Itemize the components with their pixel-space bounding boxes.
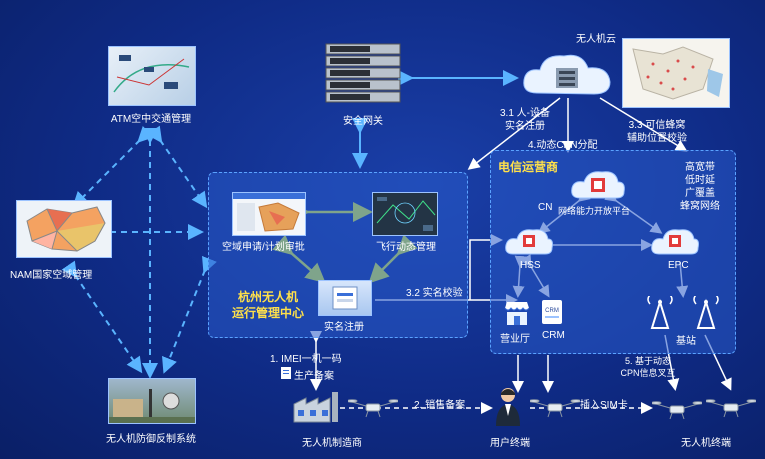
- center-title-line1: 杭州无人机: [237, 290, 298, 304]
- features-line1: 高宽带: [685, 162, 715, 173]
- atm-thumbnail: [108, 46, 196, 106]
- cn-platform-label: 网络能力开放平台: [558, 206, 631, 216]
- drone-icon-2: [528, 396, 582, 418]
- hss-label: HSS: [520, 260, 541, 271]
- edge-nam-defense: [61, 260, 143, 374]
- cloud-icon: [522, 48, 612, 98]
- defense-label: 无人机防御反制系统: [106, 434, 196, 445]
- cn-label: CN: [538, 202, 553, 213]
- gateway-label: 安全网关: [343, 116, 383, 127]
- base-station-label: 基站: [676, 336, 696, 347]
- drone-icon-1: [346, 396, 400, 418]
- features-line4: 蜂窝网络: [680, 201, 720, 212]
- edge-atm-nam: [72, 125, 155, 208]
- factory-icon: [292, 388, 342, 424]
- step-5-line1: 5. 基于动态: [624, 356, 671, 366]
- airspace-apply-label: 空域申请/计划审批: [222, 242, 305, 253]
- server-rack-icon: [322, 42, 404, 104]
- crm-icon: CRM: [540, 298, 564, 326]
- step-1-line1: 1. IMEI一机一码: [270, 354, 342, 365]
- flight-mgmt-label: 飞行动态管理: [376, 242, 436, 253]
- tower-icon-right: [692, 294, 720, 330]
- center-title-line2: 运行管理中心: [231, 306, 304, 320]
- edge-cloud-epc: [599, 97, 688, 152]
- person-icon: [494, 386, 522, 426]
- step-5-line2: CPN信息叉互: [620, 368, 676, 378]
- epc-label: EPC: [668, 260, 689, 271]
- insert-sim-label: 插入SIM卡: [580, 400, 628, 411]
- uav-terminal-label: 无人机终端: [681, 438, 731, 449]
- atm-label: ATM空中交通管理: [110, 114, 192, 125]
- epc-cloud-icon: [650, 226, 700, 258]
- hall-label: 营业厅: [500, 334, 530, 345]
- step-3-3-line2: 辅助位置校验: [627, 133, 687, 144]
- edge-atm-center: [146, 125, 208, 209]
- step-1-line2: 生产备案: [294, 371, 334, 382]
- edge-center-defense: [162, 255, 217, 374]
- realname-screenshot: [318, 280, 372, 316]
- operator-title: 电信运营商: [498, 160, 559, 174]
- tower-icon-left: [646, 294, 674, 330]
- step-2-label: 2. 销售备案: [414, 400, 466, 411]
- cn-cloud-icon: [570, 168, 626, 202]
- step-3-3-line1: 3.3 可信蜂窝: [628, 120, 686, 131]
- user-terminal-label: 用户终端: [490, 438, 530, 449]
- features-line3: 广覆盖: [685, 188, 715, 199]
- airspace-apply-screenshot: [232, 192, 306, 236]
- step-3-1-line2: 实名注册: [505, 121, 545, 132]
- crm-label: CRM: [542, 330, 565, 341]
- edge-cloud-center: [467, 97, 561, 170]
- nam-map-thumbnail: [16, 200, 112, 258]
- step-3-1-line1: 3.1 人-设备: [499, 108, 550, 119]
- flight-mgmt-screenshot: [372, 192, 438, 236]
- realname-label: 实名注册: [324, 322, 364, 333]
- cloud-map-thumbnail: [622, 38, 730, 108]
- store-icon: [503, 300, 531, 326]
- manufacturer-label: 无人机制造商: [302, 438, 362, 449]
- cloud-label: 无人机云: [576, 34, 616, 45]
- svg-text:CRM: CRM: [545, 308, 559, 314]
- step-4-label: 4.动态CPN分配: [528, 140, 598, 151]
- document-icon: [280, 366, 292, 380]
- defense-thumbnail: [108, 378, 196, 424]
- features-line2: 低时延: [685, 175, 715, 186]
- drone-icon-4: [704, 396, 758, 418]
- step-3-2-label: 3.2 实名校验: [406, 288, 463, 299]
- nam-label: NAM国家空域管理: [10, 270, 93, 281]
- drone-icon-3: [650, 398, 704, 420]
- hss-cloud-icon: [504, 226, 554, 258]
